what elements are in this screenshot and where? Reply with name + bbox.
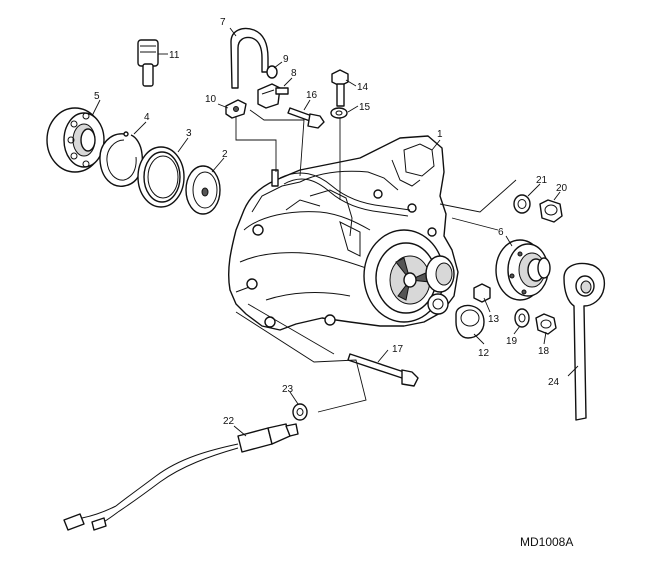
part-15-washer	[330, 107, 348, 119]
part-19-washer	[514, 308, 530, 328]
callout-19: 19	[506, 336, 518, 347]
callout-15: 15	[359, 102, 371, 113]
callout-4: 4	[144, 112, 150, 123]
callout-17: 17	[392, 344, 404, 355]
callout-7: 7	[220, 17, 226, 28]
part-5-bearing	[46, 107, 105, 173]
callout-10: 10	[205, 94, 217, 105]
part-21-washer	[513, 194, 531, 214]
part-17-long-bolt	[347, 353, 419, 387]
callout-22: 22	[223, 416, 235, 427]
callout-9: 9	[283, 54, 289, 65]
callout-2: 2	[222, 149, 228, 160]
leader-lines	[91, 27, 579, 437]
callout-16: 16	[306, 90, 318, 101]
part-2-cover-plug	[185, 165, 221, 215]
part-10-bracket	[225, 99, 247, 119]
callout-14: 14	[357, 82, 369, 93]
callout-24: 24	[548, 377, 560, 388]
callout-8: 8	[291, 68, 297, 79]
callout-18: 18	[538, 346, 550, 357]
callout-13: 13	[488, 314, 500, 325]
callout-labels: 1 2 3 4 5 6 7 8 9 10 11 12 13 14 15 16 1…	[94, 17, 568, 427]
part-9-clip	[266, 65, 278, 79]
callout-20: 20	[556, 183, 568, 194]
part-3-seal-ring	[137, 146, 185, 208]
part-1-gearbox-casing	[227, 135, 459, 331]
part-22-speed-sensor	[63, 423, 299, 531]
part-18-plug	[535, 313, 557, 335]
part-14-bolt	[331, 69, 349, 107]
part-11-dowel-pin	[137, 39, 159, 87]
part-6-seal-housing	[495, 239, 551, 301]
callout-6: 6	[498, 227, 504, 238]
part-8-breather-valve	[257, 83, 289, 109]
callout-21: 21	[536, 175, 548, 186]
part-20-plug	[539, 199, 563, 223]
part-23-washer	[292, 403, 308, 421]
callout-1: 1	[437, 129, 443, 140]
drawing-reference-code: MD1008A	[520, 535, 573, 549]
part-4-circlip	[99, 131, 144, 187]
part-24-special-tool	[563, 262, 606, 421]
callout-23: 23	[282, 384, 294, 395]
callout-11: 11	[169, 50, 180, 61]
part-12-large-plug	[455, 304, 485, 339]
callout-3: 3	[186, 128, 192, 139]
part-7-breather-hose	[230, 27, 269, 89]
callout-5: 5	[94, 91, 100, 102]
callout-12: 12	[478, 348, 490, 359]
part-13-plug	[473, 283, 491, 303]
part-16-bolt	[287, 107, 325, 129]
